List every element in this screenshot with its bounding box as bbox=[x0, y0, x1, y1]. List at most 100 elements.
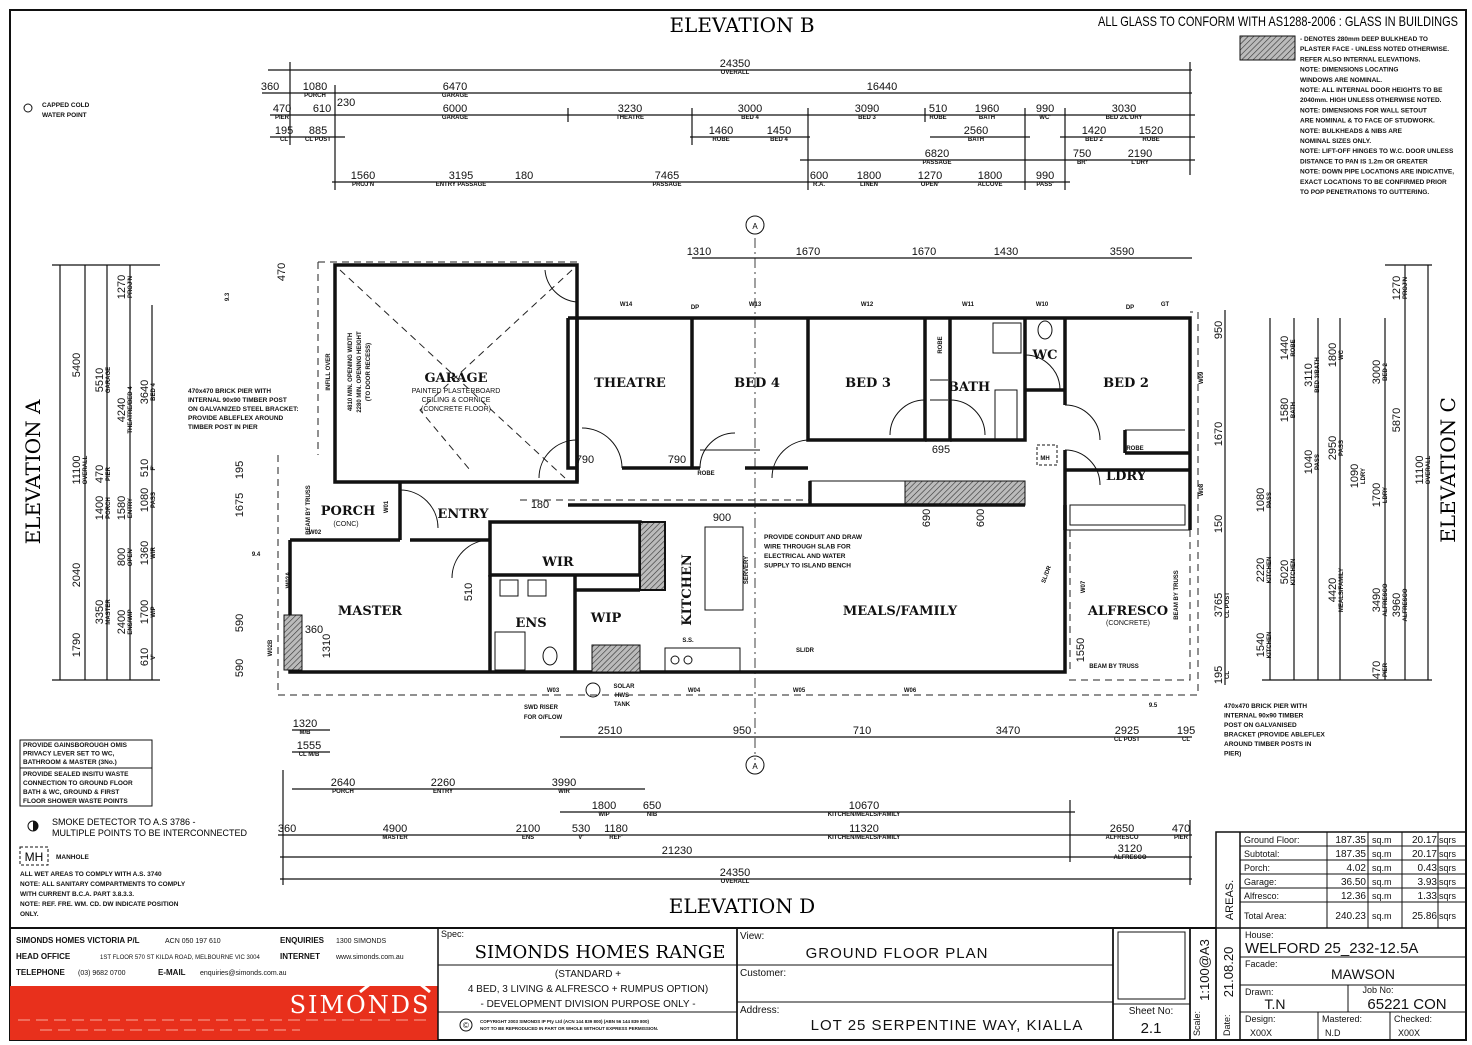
svg-text:SL/DR: SL/DR bbox=[796, 648, 815, 654]
svg-text:W02: W02 bbox=[309, 530, 322, 536]
dimension-value: 1360 bbox=[139, 541, 151, 565]
general-note-line: NOMINAL SIZES ONLY. bbox=[1300, 138, 1371, 145]
general-note-line: NOTE: DIMENSIONS FOR WALL SETOUT bbox=[1300, 107, 1427, 114]
svg-text:1300 SIMONDS: 1300 SIMONDS bbox=[336, 938, 387, 945]
area-unit-sq: sqrs bbox=[1439, 911, 1457, 921]
dimension-top: 1310 bbox=[687, 246, 711, 258]
svg-text:1675: 1675 bbox=[234, 493, 246, 517]
area-unit-sq: sqrs bbox=[1439, 877, 1457, 887]
svg-text:CEILING & CORNICE: CEILING & CORNICE bbox=[422, 397, 491, 404]
dimension-label: V' bbox=[151, 654, 157, 660]
dimension-label: WIR bbox=[151, 547, 157, 559]
dimension-label: CL M/B bbox=[299, 752, 320, 758]
dimension-label: LDRY bbox=[1361, 468, 1367, 484]
dimension-value: 2950 bbox=[1327, 436, 1339, 460]
svg-text:A: A bbox=[752, 762, 758, 771]
dimension-value: 1670 bbox=[912, 246, 936, 258]
dimension-value: 2190 bbox=[1128, 148, 1152, 160]
legend-note-line: NOTE: ALL SANITARY COMPARTMENTS TO COMPL… bbox=[20, 881, 186, 888]
area-sqrs: 25.86 bbox=[1412, 911, 1437, 922]
dimension-value: 1460 bbox=[709, 125, 733, 137]
dimension-label: WC bbox=[1339, 349, 1345, 360]
dimension-label: OVERALL bbox=[1426, 455, 1432, 484]
legend-note-line: FLOOR SHOWER WASTE POINTS bbox=[23, 798, 128, 805]
svg-text:Facade:: Facade: bbox=[1245, 959, 1278, 969]
area-sqrs: 20.17 bbox=[1412, 835, 1437, 846]
dimension-label: OPEN' bbox=[921, 182, 940, 188]
dimension-label: WIR bbox=[558, 789, 570, 795]
dimension-value: 1800 bbox=[857, 170, 881, 182]
dimension-value: 710 bbox=[853, 725, 871, 737]
dimension-label: CL bbox=[280, 137, 288, 143]
dimension-value: 1090 bbox=[1349, 464, 1361, 488]
dimension-label: GARAGE bbox=[442, 93, 468, 99]
dimension-value: 1700 bbox=[139, 600, 151, 624]
dimension-value: 21230 bbox=[662, 845, 693, 857]
area-unit-m: sq.m bbox=[1372, 891, 1392, 901]
svg-text:INFILL OVER: INFILL OVER bbox=[326, 353, 332, 391]
dimension-value: 950 bbox=[733, 725, 751, 737]
dimension-label: PROJ'N bbox=[352, 182, 374, 188]
svg-text:1310: 1310 bbox=[321, 634, 333, 658]
dimension-value: 650 bbox=[643, 800, 661, 812]
svg-text:470: 470 bbox=[276, 263, 288, 281]
dimension-label: OPEN' bbox=[128, 547, 134, 566]
svg-text:W06: W06 bbox=[904, 688, 917, 694]
legend-note-line: PROVIDE GAINSBOROUGH OMIS bbox=[23, 742, 128, 749]
plan-annotations: W14 W13 W12 W11 W10 W09 W08 W07 W06 W05 … bbox=[225, 263, 1205, 721]
dimension-value: 195 bbox=[275, 125, 293, 137]
dimension-label: R.A. bbox=[813, 182, 825, 188]
general-note-line: NOTE: BULKHEADS & NIBS ARE bbox=[1300, 128, 1403, 135]
area-label: Ground Floor: bbox=[1244, 835, 1300, 845]
glass-note: ALL GLASS TO CONFORM WITH AS1288-2006 : … bbox=[1098, 13, 1458, 29]
dimension-label: ALFRESCO bbox=[1114, 855, 1147, 861]
dimension-label: ENTRY bbox=[128, 498, 134, 518]
dimension-label: PIER bbox=[275, 115, 290, 121]
dimension-top: 3590 bbox=[1110, 246, 1134, 258]
dimension-top: 16440 bbox=[867, 81, 898, 93]
svg-text:www.simonds.com.au: www.simonds.com.au bbox=[335, 954, 404, 961]
pier-note-line: PIER) bbox=[1224, 751, 1241, 758]
dimension-value: 1320 bbox=[293, 718, 317, 730]
dimension-bottom: 21230 bbox=[662, 845, 693, 857]
svg-text:(CONCRETE FLOOR): (CONCRETE FLOOR) bbox=[421, 406, 491, 413]
ensuite-shower-icon bbox=[494, 631, 526, 671]
dimension-value: 470 bbox=[273, 103, 291, 115]
svg-text:ACN 050 197 610: ACN 050 197 610 bbox=[165, 938, 221, 945]
room-entry: ENTRY bbox=[437, 507, 489, 522]
dimension-value: 3000 bbox=[1371, 360, 1383, 384]
svg-text:W14: W14 bbox=[620, 302, 633, 308]
dimension-value: 3590 bbox=[1110, 246, 1134, 258]
general-note-line: NOTE: ALL INTERNAL DOOR HEIGHTS TO BE bbox=[1300, 87, 1443, 94]
dimension-label: CL POST bbox=[1114, 737, 1140, 743]
dimension-value: 2400 bbox=[116, 610, 128, 634]
room-porch: PORCH bbox=[321, 504, 376, 519]
dimension-value: 2640 bbox=[331, 777, 355, 789]
dimension-bottom: 2510 bbox=[598, 725, 622, 737]
dimension-value: 1440 bbox=[1279, 336, 1291, 360]
svg-text:W12: W12 bbox=[861, 302, 874, 308]
svg-text:DP: DP bbox=[691, 305, 699, 311]
dimension-right: 5870 bbox=[1391, 408, 1403, 432]
